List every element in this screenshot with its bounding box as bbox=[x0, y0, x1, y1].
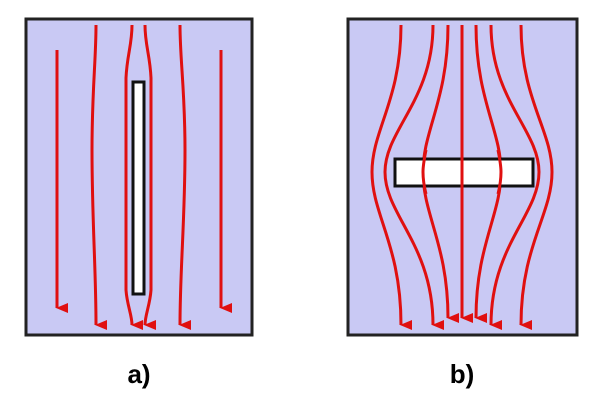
panel-b-caption: b) bbox=[450, 359, 475, 389]
panel-a-plate bbox=[131, 80, 146, 296]
panel-a bbox=[24, 17, 254, 337]
field-line-crossing bbox=[421, 149, 428, 195]
field-line bbox=[519, 24, 554, 331]
panel-a-field-lines bbox=[55, 24, 232, 331]
field-line bbox=[383, 24, 445, 330]
panel-b-field-lines-over-plate bbox=[421, 149, 503, 195]
field-line bbox=[489, 24, 541, 331]
panel-a-caption: a) bbox=[127, 359, 150, 389]
field-line bbox=[143, 24, 157, 331]
panel-b bbox=[346, 17, 579, 337]
field-line bbox=[90, 24, 108, 330]
field-line bbox=[370, 24, 413, 330]
field-line bbox=[124, 24, 144, 330]
field-line-crossing bbox=[496, 149, 503, 195]
field-line bbox=[178, 24, 192, 331]
panel-b-plate bbox=[393, 157, 535, 188]
